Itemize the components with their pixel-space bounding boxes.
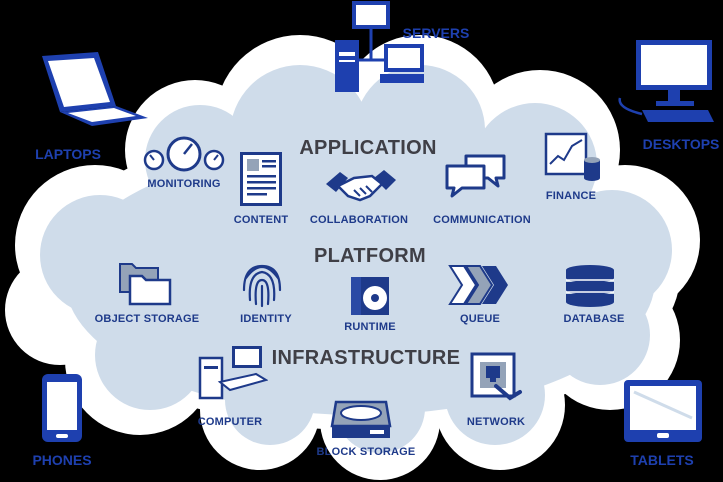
desktops-label: DESKTOPS [642, 136, 720, 152]
monitoring-label: MONITORING [147, 178, 221, 190]
tablet-icon [624, 380, 702, 442]
content-document-icon [240, 152, 282, 206]
servers-icon [335, 1, 424, 92]
runtime-disc-icon [351, 277, 389, 315]
hard-drive-icon [330, 400, 392, 438]
runtime-label: RUNTIME [344, 321, 396, 333]
folders-icon [119, 263, 172, 306]
phone-icon [42, 374, 82, 442]
object-storage-label: OBJECT STORAGE [94, 313, 200, 325]
collaboration-label: COLLABORATION [309, 214, 409, 226]
monitoring-gauges-icon [143, 136, 225, 172]
network-jack-icon [470, 352, 522, 401]
desktop-icon [618, 40, 714, 122]
fingerprint-icon [242, 264, 282, 308]
block-storage-label: BLOCK STORAGE [316, 446, 416, 458]
database-icon [566, 265, 614, 307]
tablets-label: TABLETS [630, 452, 694, 468]
phones-label: PHONES [32, 452, 92, 468]
content-label: CONTENT [233, 214, 289, 226]
application-title: APPLICATION [299, 137, 437, 159]
handshake-icon [326, 170, 396, 202]
finance-label: FINANCE [545, 190, 597, 202]
platform-title: PLATFORM [313, 245, 427, 267]
speech-bubbles-icon [445, 154, 506, 198]
computer-icon [198, 346, 268, 400]
network-label: NETWORK [466, 416, 526, 428]
computer-label: COMPUTER [197, 416, 263, 428]
communication-label: COMMUNICATION [433, 214, 531, 226]
servers-label: SERVERS [402, 25, 470, 41]
laptops-label: LAPTOPS [35, 146, 101, 162]
laptop-icon [42, 52, 148, 126]
queue-chevrons-icon [448, 265, 508, 305]
finance-chart-icon [544, 132, 600, 181]
identity-label: IDENTITY [240, 313, 292, 325]
queue-label: QUEUE [459, 313, 501, 325]
infrastructure-title: INFRASTRUCTURE [271, 347, 461, 369]
database-label: DATABASE [563, 313, 625, 325]
